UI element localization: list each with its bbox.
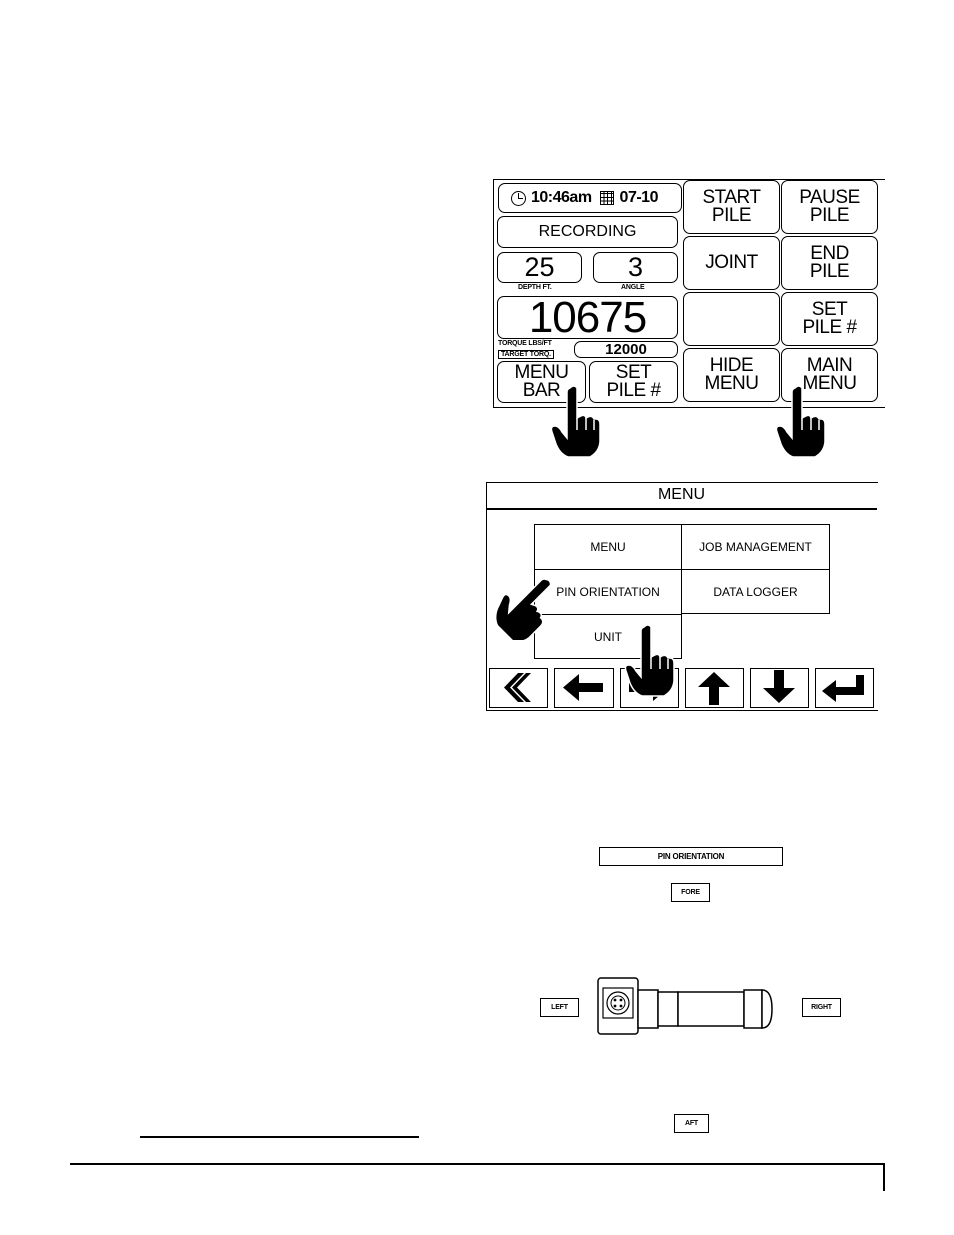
angle-label: ANGLE bbox=[621, 284, 645, 291]
menu-item-pin-orientation[interactable]: PIN ORIENTATION bbox=[534, 569, 682, 615]
target-torque-value: 12000 bbox=[574, 341, 678, 358]
pointing-hand-icon bbox=[775, 385, 826, 458]
footer-corner-rule bbox=[883, 1163, 885, 1191]
date-value: 07-10 bbox=[619, 189, 659, 206]
depth-value-box: 25 bbox=[497, 252, 582, 283]
set-pile-number-menu-button[interactable]: SET PILE # bbox=[781, 292, 878, 346]
set-pile-number-button[interactable]: SET PILE # bbox=[589, 361, 678, 403]
arrow-left-icon bbox=[563, 674, 603, 701]
end-pile-button[interactable]: END PILE bbox=[781, 236, 878, 290]
right-button[interactable]: RIGHT bbox=[802, 998, 841, 1017]
footnote-rule bbox=[140, 1136, 419, 1138]
menu-item-unit[interactable]: UNIT bbox=[534, 614, 682, 659]
load-pin-sensor-icon bbox=[597, 977, 773, 1035]
pause-pile-button[interactable]: PAUSE PILE bbox=[781, 180, 878, 234]
main-menu-button[interactable]: MAIN MENU bbox=[781, 348, 878, 402]
back-button[interactable] bbox=[489, 668, 548, 708]
target-torque-label: TARGET TORQ. bbox=[498, 350, 554, 359]
down-arrow-button[interactable] bbox=[750, 668, 809, 708]
back-double-chevron-icon bbox=[504, 673, 531, 702]
pin-orientation-title: PIN ORIENTATION bbox=[599, 847, 783, 866]
torque-label: TORQUE LBS/FT bbox=[498, 340, 552, 347]
enter-button[interactable] bbox=[815, 668, 874, 708]
menu-screen bbox=[486, 482, 878, 711]
arrow-up-icon bbox=[698, 672, 730, 705]
enter-icon bbox=[822, 675, 864, 702]
pointing-hand-icon bbox=[624, 624, 675, 697]
start-pile-button[interactable]: START PILE bbox=[683, 180, 780, 234]
depth-label: DEPTH FT. bbox=[518, 284, 552, 291]
menu-item-data-logger[interactable]: DATA LOGGER bbox=[681, 569, 830, 614]
recording-status: RECORDING bbox=[497, 216, 678, 248]
footer-rule bbox=[70, 1163, 885, 1165]
angle-value-box: 3 bbox=[593, 252, 678, 283]
joint-button[interactable]: JOINT bbox=[683, 236, 780, 290]
left-arrow-button[interactable] bbox=[554, 668, 614, 708]
clock-icon bbox=[511, 190, 526, 206]
time-value: 10:46am bbox=[531, 189, 592, 206]
menu-item-menu[interactable]: MENU bbox=[534, 524, 682, 570]
left-button[interactable]: LEFT bbox=[540, 998, 579, 1017]
pointing-hand-icon bbox=[550, 385, 601, 458]
blank-button[interactable] bbox=[683, 292, 780, 346]
fore-button[interactable]: FORE bbox=[671, 883, 710, 902]
pointing-hand-icon bbox=[496, 578, 552, 640]
torque-value-box: 10675 bbox=[497, 293, 678, 342]
time-date-bar: 10:46am 07-10 bbox=[498, 183, 682, 213]
aft-button[interactable]: AFT bbox=[674, 1114, 709, 1133]
calendar-icon bbox=[599, 191, 614, 205]
hide-menu-button[interactable]: HIDE MENU bbox=[683, 348, 780, 402]
menu-item-job-management[interactable]: JOB MANAGEMENT bbox=[681, 524, 830, 570]
menu-screen-header-divider bbox=[486, 508, 877, 510]
arrow-down-icon bbox=[763, 670, 795, 703]
operating-screen bbox=[493, 179, 885, 408]
menu-screen-title: MENU bbox=[657, 486, 706, 503]
up-arrow-button[interactable] bbox=[685, 668, 744, 708]
